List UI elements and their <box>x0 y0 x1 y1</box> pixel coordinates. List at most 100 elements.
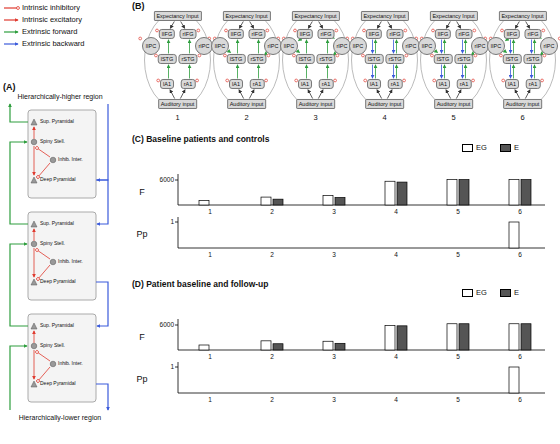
legend-swatch <box>500 144 511 152</box>
node-label: rSTG <box>526 56 539 62</box>
node-label: lA1 <box>439 81 447 87</box>
bar <box>509 222 519 248</box>
bar <box>459 324 469 350</box>
bar <box>261 341 271 350</box>
self-connection <box>403 79 406 82</box>
self-connection <box>197 29 200 32</box>
tick-label: 3 <box>332 208 336 215</box>
backward-connection <box>393 40 394 54</box>
input-connection <box>318 90 323 99</box>
region-node: rSTG <box>385 54 404 64</box>
tick-label: 2 <box>270 208 274 215</box>
tick-label: 5 <box>456 208 460 215</box>
axis-label: F <box>139 188 145 198</box>
backward-connection <box>462 40 463 54</box>
tick-label: 6 <box>518 396 522 403</box>
node-label: lIFG <box>438 31 448 37</box>
node-label: rSTG <box>319 56 332 62</box>
legend-swatch <box>500 289 511 297</box>
forward-connection <box>534 40 535 54</box>
backward-connection <box>531 40 532 54</box>
forward-connection <box>306 40 307 54</box>
self-connection <box>404 29 407 32</box>
region-node: rA1 <box>457 79 472 89</box>
panel-letter: (B) <box>132 2 145 12</box>
interneuron-cell <box>31 139 37 145</box>
node-label: Auditory input <box>368 101 402 107</box>
input-connection <box>308 90 313 99</box>
region-node: rSTG <box>178 54 197 64</box>
self-connection <box>541 79 544 82</box>
forward-connection <box>230 52 231 53</box>
input-connection <box>308 21 312 28</box>
layer-label: Sup. Pyramidal <box>40 119 74 125</box>
legend-text: Intrinsic excitatory <box>22 16 82 24</box>
node-label: lIPC <box>215 43 225 49</box>
tick-label: 2 <box>270 251 274 258</box>
region-node: lSTG <box>434 54 453 64</box>
region-node: lIFG <box>435 29 451 39</box>
region-node: rIFG <box>318 29 335 39</box>
legend-swatch <box>462 144 473 152</box>
node-label: rSTG <box>457 56 470 62</box>
bar <box>335 343 345 350</box>
input-box: Auditory input <box>365 99 405 109</box>
chart-axis <box>178 319 545 350</box>
model-number: 2 <box>244 114 248 122</box>
extrinsic-forward <box>10 244 28 326</box>
intrinsic-excitatory <box>34 146 35 175</box>
self-connection <box>139 37 142 40</box>
chart-axis <box>178 217 545 248</box>
interneuron-cell <box>31 241 37 247</box>
bar <box>261 197 271 205</box>
intrinsic-excitatory <box>34 350 35 379</box>
backward-connection <box>441 40 442 54</box>
legend-text: EG <box>476 289 487 297</box>
node-label: Auditory input <box>506 101 540 107</box>
node-label: lIFG <box>507 31 517 37</box>
layer-label: Inhib. Inter. <box>58 157 83 163</box>
input-box: Auditory input <box>503 99 543 109</box>
region-node: lSTG <box>227 54 246 64</box>
forward-connection <box>506 52 507 53</box>
region-node: rIFG <box>387 29 404 39</box>
model-number: 4 <box>382 114 386 122</box>
input-box: Expectancy Input <box>429 11 477 21</box>
node-label: Expectancy Input <box>501 13 543 19</box>
region-node: rA1 <box>388 79 403 89</box>
region-node: rIFG <box>180 29 197 39</box>
input-connection <box>525 90 530 99</box>
forward-connection <box>298 40 300 42</box>
intrinsic-inhibitory <box>38 163 50 177</box>
forward-connection <box>444 40 445 54</box>
node-label: lIPC <box>146 43 156 49</box>
input-box: Expectancy Input <box>153 11 201 21</box>
input-connection <box>170 21 174 28</box>
region-node: rA1 <box>181 79 196 89</box>
intrinsic-excitatory <box>34 248 35 277</box>
node-label: rIFG <box>528 31 539 37</box>
forward-connection <box>375 40 376 54</box>
legend-text: Extrinsic backward <box>22 40 85 48</box>
forward-connection <box>327 65 328 79</box>
forward-connection <box>437 52 438 53</box>
legend-sample <box>4 7 18 8</box>
input-connection <box>457 21 461 28</box>
node-label: rA1 <box>529 81 538 87</box>
region-circle: lIPC <box>418 37 436 55</box>
region-node: lSTG <box>503 54 522 64</box>
layer-label: Inhib. Inter. <box>58 361 83 367</box>
region-node: rIFG <box>456 29 473 39</box>
forward-connection <box>444 65 445 79</box>
tick-label: 4 <box>394 208 398 215</box>
bar <box>385 181 395 205</box>
node-label: rA1 <box>322 81 331 87</box>
node-label: rIPC <box>406 43 417 49</box>
input-connection <box>388 21 392 28</box>
legend-text: EG <box>476 144 487 152</box>
node-label: rA1 <box>184 81 193 87</box>
region-circle: rIPC <box>540 37 558 55</box>
node-label: lSTG <box>506 56 519 62</box>
tick-label: 1 <box>208 208 212 215</box>
